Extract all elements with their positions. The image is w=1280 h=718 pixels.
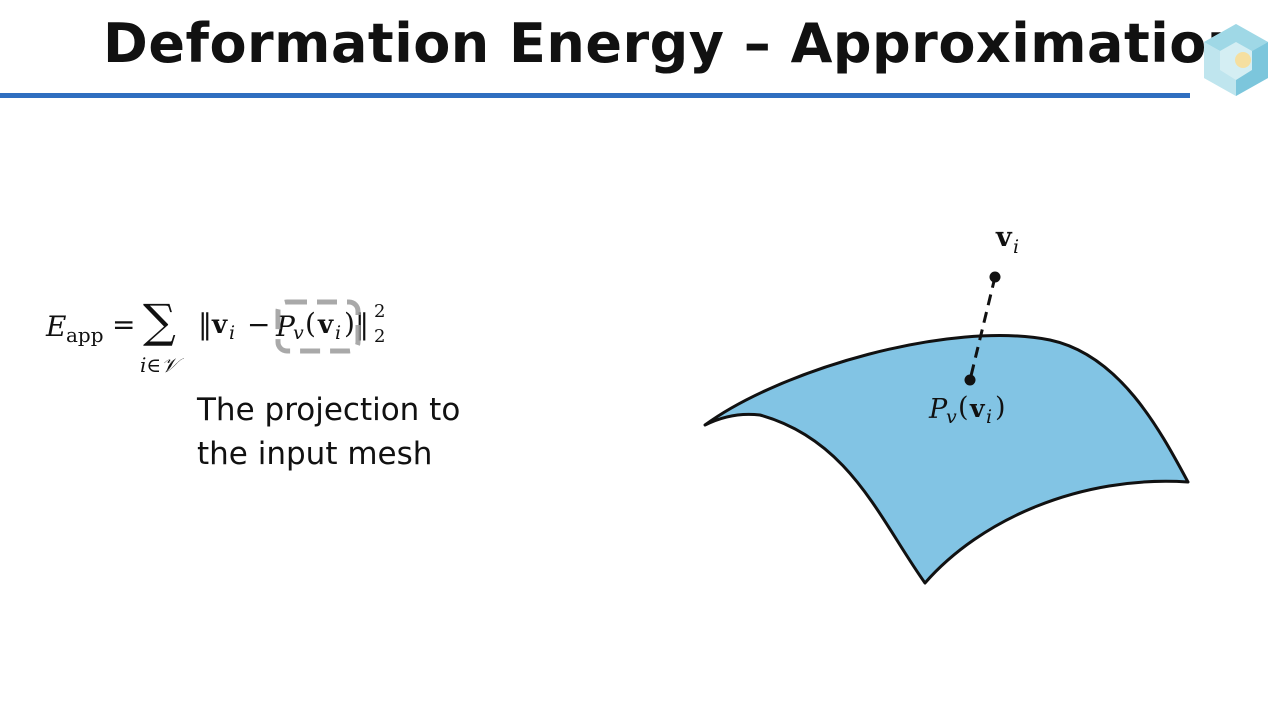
projection-label-sub: v [946,406,957,428]
formula-exponent: 2 [374,301,386,322]
formula-sum-sub: i∈𝒱 [140,353,178,377]
formula-norm-sub: 2 [374,326,386,347]
projection-label-arg: v [970,394,985,423]
formula-lhs: E [46,310,67,343]
cube-logo-icon [1200,20,1272,102]
formula-sum: ∑ [143,294,176,348]
projection-label-arg-sub: i [986,406,993,428]
vertex-label: v [996,222,1012,253]
formula-v: v [212,310,228,340]
projected-point [964,374,976,386]
projection-caption: The projection to the input mesh [197,388,460,476]
formula-norm-open: ‖ [198,308,212,341]
input-mesh-surface [703,334,1190,585]
slide-title: Deformation Energy – Approximation [103,12,1246,75]
caption-line-2: the input mesh [197,436,433,472]
formula-equals: = [112,308,136,341]
caption-line-1: The projection to [197,392,461,428]
formula-minus: − [247,308,271,341]
projection-label-paren-close: ) [995,392,1006,423]
formula-lhs-sub: app [66,323,104,347]
title-underline [0,93,1190,98]
formula-v-sub: i [229,322,236,344]
projection-label-P: P [929,394,948,425]
projection-label-paren-open: ( [958,392,969,423]
vertex-label-sub: i [1013,236,1020,258]
vertex-point [989,271,1001,283]
